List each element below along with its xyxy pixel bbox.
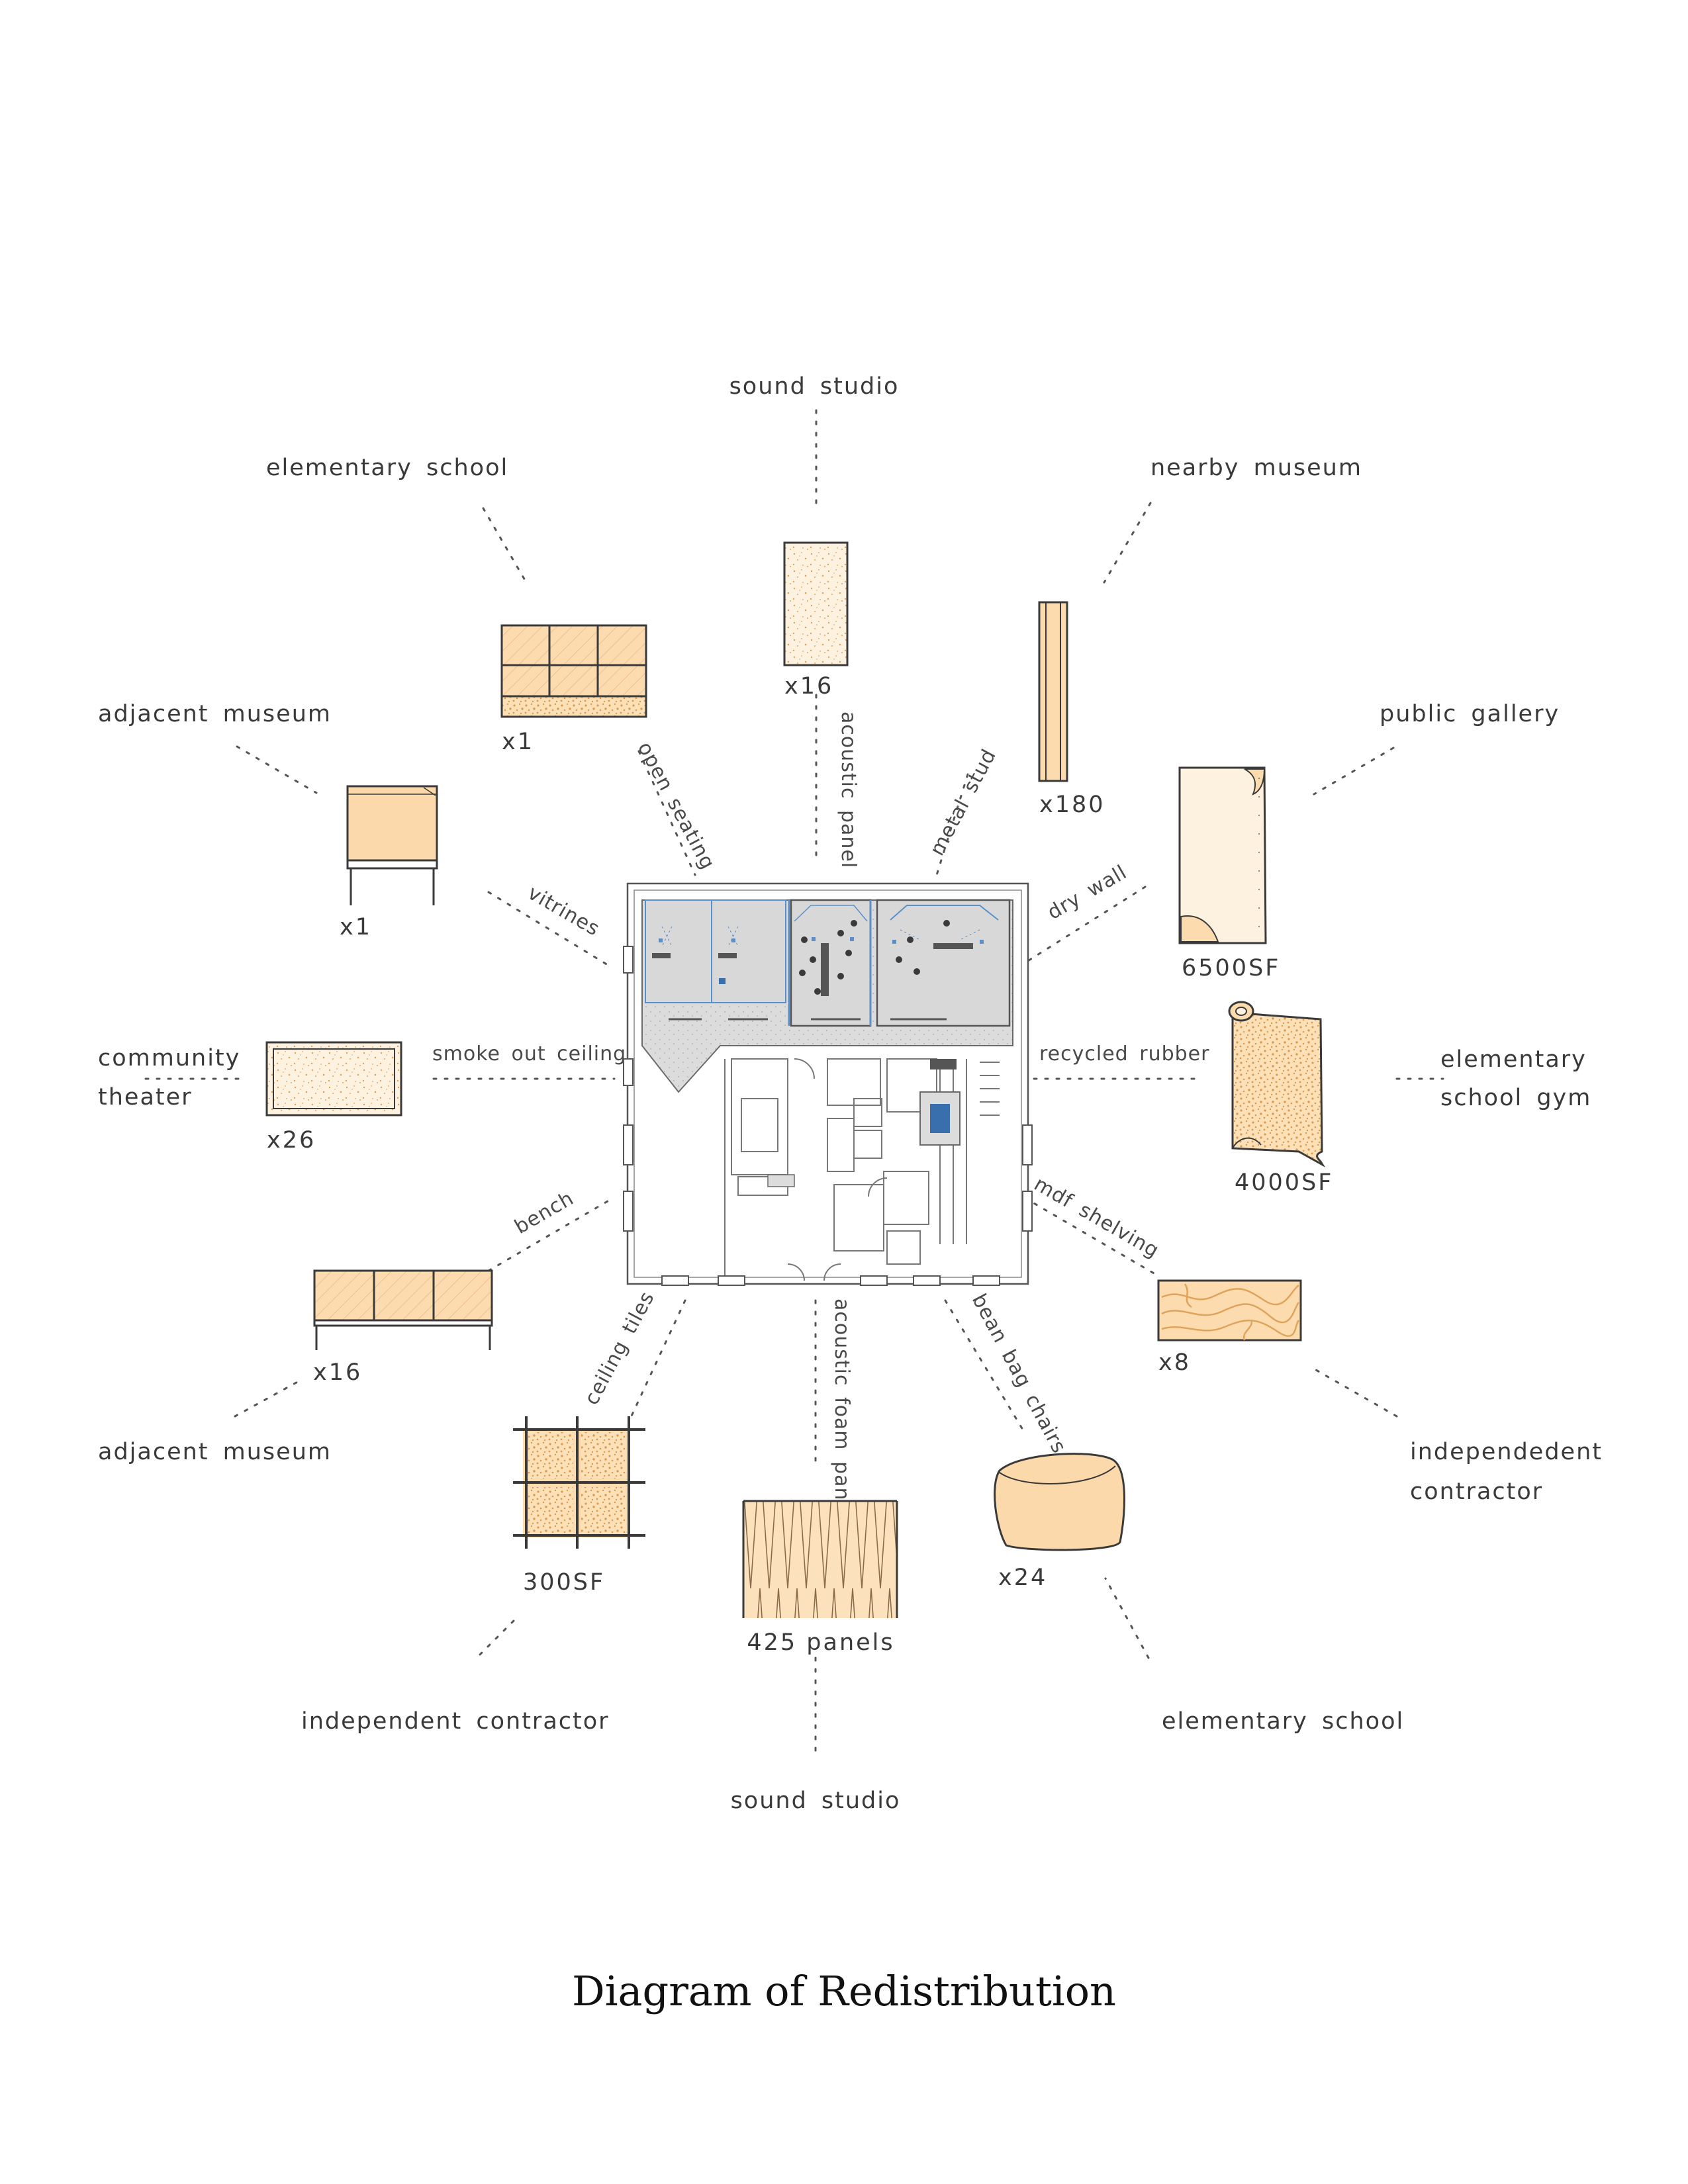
bean-bag-chair-object bbox=[994, 1453, 1125, 1551]
element-label-recycled-rubber: recycled rubber bbox=[1039, 1042, 1209, 1066]
element-label-metal-stud: metal stud bbox=[925, 745, 1001, 860]
quantity-recycled-rubber: 4000SF bbox=[1235, 1169, 1333, 1196]
ceiling-tiles-object bbox=[513, 1416, 645, 1549]
quantity-ceiling-tiles: 300SF bbox=[523, 1569, 605, 1596]
destination-independent-contractor-right-line1: independedent bbox=[1410, 1439, 1603, 1465]
acoustic-foam-panel-object bbox=[742, 1500, 898, 1618]
destination-adjacent-museum-top: adjacent museum bbox=[98, 701, 332, 727]
destination-independent-contractor-bottom: independent contractor bbox=[301, 1708, 610, 1735]
quantity-vitrines: x1 bbox=[340, 914, 372, 940]
vitrine-object bbox=[346, 785, 438, 905]
destination-sound-studio-bottom: sound studio bbox=[731, 1788, 901, 1814]
dry-wall-object bbox=[1178, 766, 1267, 944]
destination-nearby-museum: nearby museum bbox=[1150, 455, 1362, 481]
destination-elementary-school-gym-line1: elementary bbox=[1440, 1046, 1587, 1073]
element-label-ceiling-tiles: ceiling tiles bbox=[580, 1287, 659, 1408]
element-label-vitrines: vitrines bbox=[524, 882, 604, 941]
destination-sound-studio-top: sound studio bbox=[729, 373, 900, 400]
quantity-bench: x16 bbox=[313, 1359, 362, 1386]
smoke-out-ceiling-object bbox=[265, 1041, 402, 1116]
destination-adjacent-museum-bottom: adjacent museum bbox=[98, 1439, 332, 1465]
quantity-mdf-shelving: x8 bbox=[1158, 1349, 1191, 1376]
bench-object bbox=[313, 1269, 493, 1350]
mdf-shelving-object bbox=[1157, 1279, 1302, 1342]
quantity-open-seating: x1 bbox=[502, 729, 534, 755]
recycled-rubber-object bbox=[1228, 1001, 1326, 1168]
quantity-metal-stud: x180 bbox=[1039, 792, 1105, 818]
element-label-open-seating: open seating bbox=[633, 738, 720, 874]
quantity-acoustic-foam-panel: 425 panels bbox=[747, 1629, 894, 1656]
quantity-acoustic-panel: x16 bbox=[784, 673, 833, 700]
element-label-bench: bench bbox=[511, 1187, 579, 1239]
acoustic-panel-object bbox=[783, 541, 849, 666]
element-label-mdf-shelving: mdf shelving bbox=[1030, 1173, 1163, 1263]
destination-community-theater-line2: theater bbox=[98, 1084, 193, 1111]
quantity-smoke-out-ceiling: x26 bbox=[267, 1127, 316, 1154]
element-connectors bbox=[432, 694, 1201, 1464]
destination-public-gallery: public gallery bbox=[1380, 701, 1560, 727]
destination-elementary-school-gym-line2: school gym bbox=[1440, 1085, 1591, 1111]
metal-stud-object bbox=[1038, 601, 1068, 782]
open-seating-object bbox=[500, 624, 647, 718]
destination-independent-contractor-right-line2: contractor bbox=[1410, 1479, 1543, 1505]
element-label-bean-bag-chairs: bean bag chairs bbox=[967, 1290, 1071, 1457]
building-floor-plan bbox=[623, 882, 1033, 1286]
quantity-bean-bag-chairs: x24 bbox=[998, 1565, 1047, 1591]
diagram-title: Diagram of Redistribution bbox=[572, 1967, 1116, 2015]
element-label-dry-wall: dry wall bbox=[1044, 860, 1131, 924]
element-label-acoustic-foam-panel: acoustic foam panel bbox=[830, 1298, 853, 1520]
destination-community-theater-line1: community bbox=[98, 1045, 240, 1071]
destination-connectors bbox=[144, 409, 1444, 1755]
destination-elementary-school-top: elementary school bbox=[266, 455, 508, 481]
destination-elementary-school-bottom: elementary school bbox=[1162, 1708, 1404, 1735]
element-label-acoustic-panel: acoustic panel bbox=[837, 711, 860, 868]
element-label-smoke-out-ceiling: smoke out ceiling bbox=[432, 1042, 626, 1066]
quantity-dry-wall: 6500SF bbox=[1182, 955, 1280, 981]
